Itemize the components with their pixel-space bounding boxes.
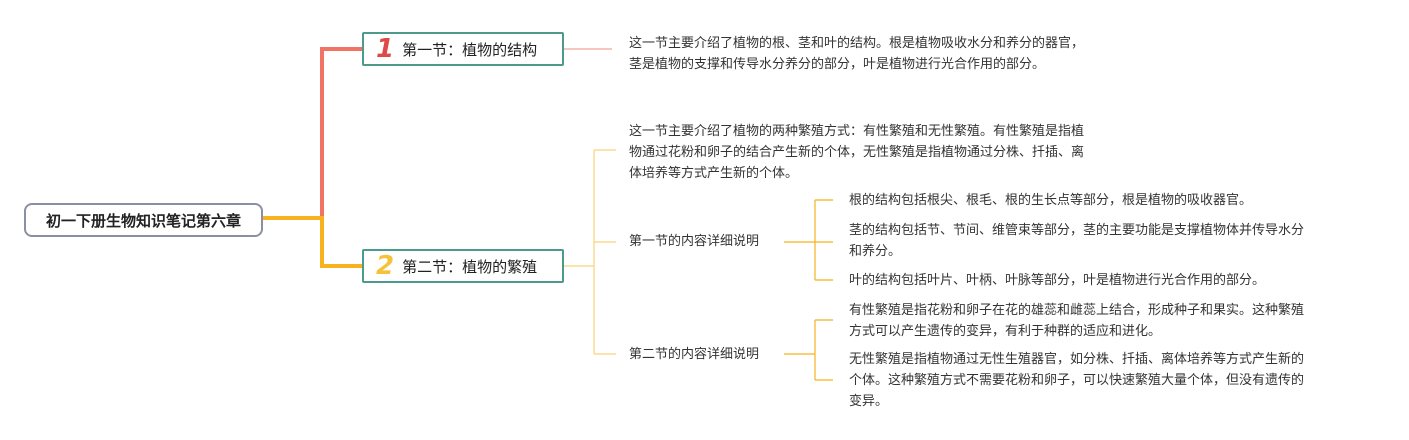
detail1-item-stem[interactable]: 茎的结构包括节、节间、维管束等部分，茎的主要功能是支撑植物体并传导水分 和养分。 [849,223,1305,259]
section1-summary[interactable]: 这一节主要介绍了植物的根、茎和叶的结构。根是植物吸收水分和养分的器官， 茎是植物… [629,36,1085,72]
section2-title: 第二节：植物的繁殖 [402,257,538,276]
root-node[interactable]: 初一下册生物知识笔记第六章 [24,203,263,237]
branch-root-to-section2 [263,216,362,268]
detail2-label[interactable]: 第二节的内容详细说明 [629,347,760,362]
detail2-item-asexual[interactable]: 无性繁殖是指植物通过无性生殖器官，如分株、扦插、离体培养等方式产生新的 个体。这… [849,352,1305,409]
branch-detail1-items [784,199,833,281]
detail1-item-leaf[interactable]: 叶的结构包括叶片、叶柄、叶脉等部分，叶是植物进行光合作用的部分。 [849,273,1266,288]
section1-node[interactable]: 1 第一节：植物的结构 [362,32,564,66]
branch-detail2-items [784,319,833,381]
branch-root-to-section1 [263,47,362,220]
detail1-item-root[interactable]: 根的结构包括根尖、根毛、根的生长点等部分，根是植物的吸收器官。 [849,193,1253,208]
section2-summary[interactable]: 这一节主要介绍了植物的两种繁殖方式：有性繁殖和无性繁殖。有性繁殖是指植 物通过花… [629,124,1085,181]
section1-title: 第一节：植物的结构 [402,40,538,59]
detail1-label[interactable]: 第一节的内容详细说明 [629,234,760,249]
detail2-item-sexual[interactable]: 有性繁殖是指花粉和卵子在花的雄蕊和雌蕊上结合，形成种子和果实。这种繁殖 方式可以… [849,303,1305,339]
branch-section2-children [564,149,616,355]
number-one-icon: 1 [376,34,395,64]
root-label: 初一下册生物知识笔记第六章 [45,211,241,230]
number-two-icon: 2 [376,251,395,281]
section2-node[interactable]: 2 第二节：植物的繁殖 [362,249,564,283]
